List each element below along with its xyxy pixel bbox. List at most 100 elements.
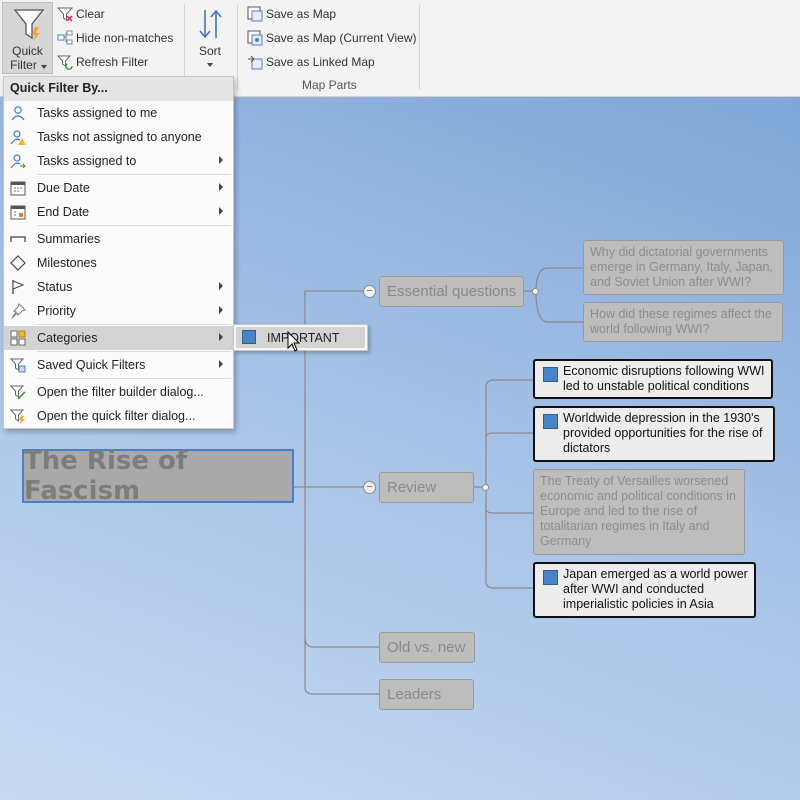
submenu-arrow-icon bbox=[219, 207, 223, 215]
categories-submenu: IMPORTANT bbox=[233, 324, 368, 351]
clear-filter-icon bbox=[57, 7, 73, 22]
menu-separator bbox=[37, 225, 231, 226]
categories-icon bbox=[10, 330, 26, 346]
quick-filter-button[interactable]: Quick Filter bbox=[2, 2, 53, 74]
menu-item-due-date[interactable]: Due Date bbox=[4, 176, 233, 200]
submenu-arrow-icon bbox=[219, 282, 223, 290]
branch-review[interactable]: Review bbox=[379, 472, 474, 503]
calendar-end-icon bbox=[10, 205, 26, 220]
diamond-icon bbox=[10, 255, 26, 271]
topic-text: Economic disruptions following WWI led t… bbox=[563, 364, 765, 393]
menu-item-label: Categories bbox=[37, 331, 98, 345]
menu-item-label: Status bbox=[37, 280, 73, 294]
sort-arrows-icon bbox=[199, 9, 222, 39]
map-canvas[interactable]: The Rise of Fascism Essential questions … bbox=[0, 97, 800, 800]
menu-item-label: Open the quick filter dialog... bbox=[37, 409, 196, 423]
saved-filter-icon bbox=[10, 358, 26, 373]
quick-filter-menu: Quick Filter By... Tasks assigned to me … bbox=[3, 76, 234, 429]
menu-item-label: Summaries bbox=[37, 232, 101, 246]
menu-item-tasks-assigned-to-me[interactable]: Tasks assigned to me bbox=[4, 101, 233, 125]
refresh-filter-label: Refresh Filter bbox=[76, 55, 149, 69]
save-as-map-current-view-button[interactable]: Save as Map (Current View) bbox=[247, 28, 417, 48]
menu-item-open-filter-builder[interactable]: Open the filter builder dialog... bbox=[4, 380, 233, 404]
connector-lines bbox=[294, 267, 583, 695]
collapse-symbol: − bbox=[366, 285, 373, 297]
menu-separator bbox=[37, 351, 231, 352]
menu-item-priority[interactable]: Priority bbox=[4, 299, 233, 323]
branch-label: Leaders bbox=[387, 686, 442, 703]
hide-non-matches-label: Hide non-matches bbox=[76, 31, 174, 45]
category-marker-icon bbox=[543, 367, 558, 382]
save-as-map-button[interactable]: Save as Map bbox=[247, 4, 336, 24]
save-map-icon bbox=[247, 6, 263, 22]
topic-review-highlighted[interactable]: Japan emerged as a world power after WWI… bbox=[533, 562, 756, 618]
save-as-map-current-view-label: Save as Map (Current View) bbox=[266, 31, 417, 45]
submenu-item-label: IMPORTANT bbox=[267, 330, 340, 345]
calendar-icon bbox=[10, 181, 26, 196]
branch-junction-dot bbox=[482, 484, 489, 491]
branch-label: Review bbox=[387, 479, 437, 496]
clear-label: Clear bbox=[76, 7, 105, 21]
menu-item-saved-quick-filters[interactable]: Saved Quick Filters bbox=[4, 353, 233, 377]
category-marker-icon bbox=[543, 570, 558, 585]
topic-essential-question[interactable]: Why did dictatorial governments emerge i… bbox=[583, 240, 784, 295]
topic-essential-question[interactable]: How did these regimes affect the world f… bbox=[583, 302, 783, 342]
menu-item-tasks-assigned-to[interactable]: Tasks assigned to bbox=[4, 149, 233, 173]
category-swatch-icon bbox=[242, 330, 256, 344]
branch-essential-questions[interactable]: Essential questions bbox=[379, 276, 524, 307]
clear-button[interactable]: Clear bbox=[57, 4, 105, 24]
menu-item-label: Tasks not assigned to anyone bbox=[37, 130, 202, 144]
chevron-down-icon bbox=[41, 65, 47, 69]
chevron-down-icon bbox=[207, 63, 213, 67]
save-as-linked-map-button[interactable]: Save as Linked Map bbox=[247, 52, 375, 72]
menu-item-end-date[interactable]: End Date bbox=[4, 200, 233, 224]
hide-non-matches-button[interactable]: Hide non-matches bbox=[57, 28, 173, 48]
filter-builder-icon bbox=[10, 385, 26, 400]
collapse-toggle[interactable]: − bbox=[363, 285, 376, 298]
menu-separator bbox=[37, 174, 231, 175]
save-as-map-label: Save as Map bbox=[266, 7, 337, 21]
refresh-filter-icon bbox=[57, 55, 73, 70]
hide-branches-icon bbox=[57, 30, 73, 45]
topic-review-highlighted[interactable]: Economic disruptions following WWI led t… bbox=[533, 359, 773, 399]
refresh-filter-button[interactable]: Refresh Filter bbox=[57, 52, 148, 72]
branch-leaders[interactable]: Leaders bbox=[379, 679, 474, 710]
submenu-arrow-icon bbox=[219, 183, 223, 191]
menu-separator bbox=[37, 324, 231, 325]
menu-item-categories[interactable]: Categories bbox=[4, 326, 233, 350]
menu-item-label: Open the filter builder dialog... bbox=[37, 385, 204, 399]
person-icon bbox=[11, 106, 25, 121]
quick-filter-label-2: Filter bbox=[10, 58, 37, 72]
menu-item-summaries[interactable]: Summaries bbox=[4, 227, 233, 251]
submenu-arrow-icon bbox=[219, 156, 223, 164]
menu-item-label: Due Date bbox=[37, 181, 90, 195]
quick-filter-label-1: Quick bbox=[12, 44, 43, 58]
menu-item-open-quick-filter-dialog[interactable]: Open the quick filter dialog... bbox=[4, 404, 233, 428]
menu-item-milestones[interactable]: Milestones bbox=[4, 251, 233, 275]
ribbon-separator bbox=[237, 4, 238, 90]
topic-review-highlighted[interactable]: Worldwide depression in the 1930's provi… bbox=[533, 406, 775, 462]
person-warning-icon bbox=[10, 130, 26, 145]
branch-old-vs-new[interactable]: Old vs. new bbox=[379, 632, 475, 663]
menu-item-tasks-not-assigned[interactable]: Tasks not assigned to anyone bbox=[4, 125, 233, 149]
menu-header: Quick Filter By... bbox=[4, 77, 233, 101]
funnel-icon bbox=[13, 9, 45, 41]
topic-text: The Treaty of Versailles worsened econom… bbox=[540, 474, 736, 548]
map-parts-group-label: Map Parts bbox=[302, 78, 357, 92]
collapse-toggle[interactable]: − bbox=[363, 481, 376, 494]
submenu-arrow-icon bbox=[219, 360, 223, 368]
sort-button[interactable]: Sort bbox=[190, 4, 230, 72]
branch-junction-dot bbox=[532, 288, 539, 295]
central-topic-text: The Rise of Fascism bbox=[24, 446, 188, 506]
menu-separator bbox=[37, 378, 231, 379]
central-topic[interactable]: The Rise of Fascism bbox=[22, 446, 294, 506]
submenu-arrow-icon bbox=[219, 306, 223, 314]
topic-review[interactable]: The Treaty of Versailles worsened econom… bbox=[533, 469, 745, 555]
menu-item-label: End Date bbox=[37, 205, 90, 219]
submenu-item-important[interactable]: IMPORTANT bbox=[236, 327, 365, 348]
menu-item-label: Priority bbox=[37, 304, 76, 318]
summary-bracket-icon bbox=[10, 236, 26, 242]
ribbon-separator bbox=[419, 4, 420, 90]
save-map-view-icon bbox=[247, 30, 263, 46]
menu-item-status[interactable]: Status bbox=[4, 275, 233, 299]
